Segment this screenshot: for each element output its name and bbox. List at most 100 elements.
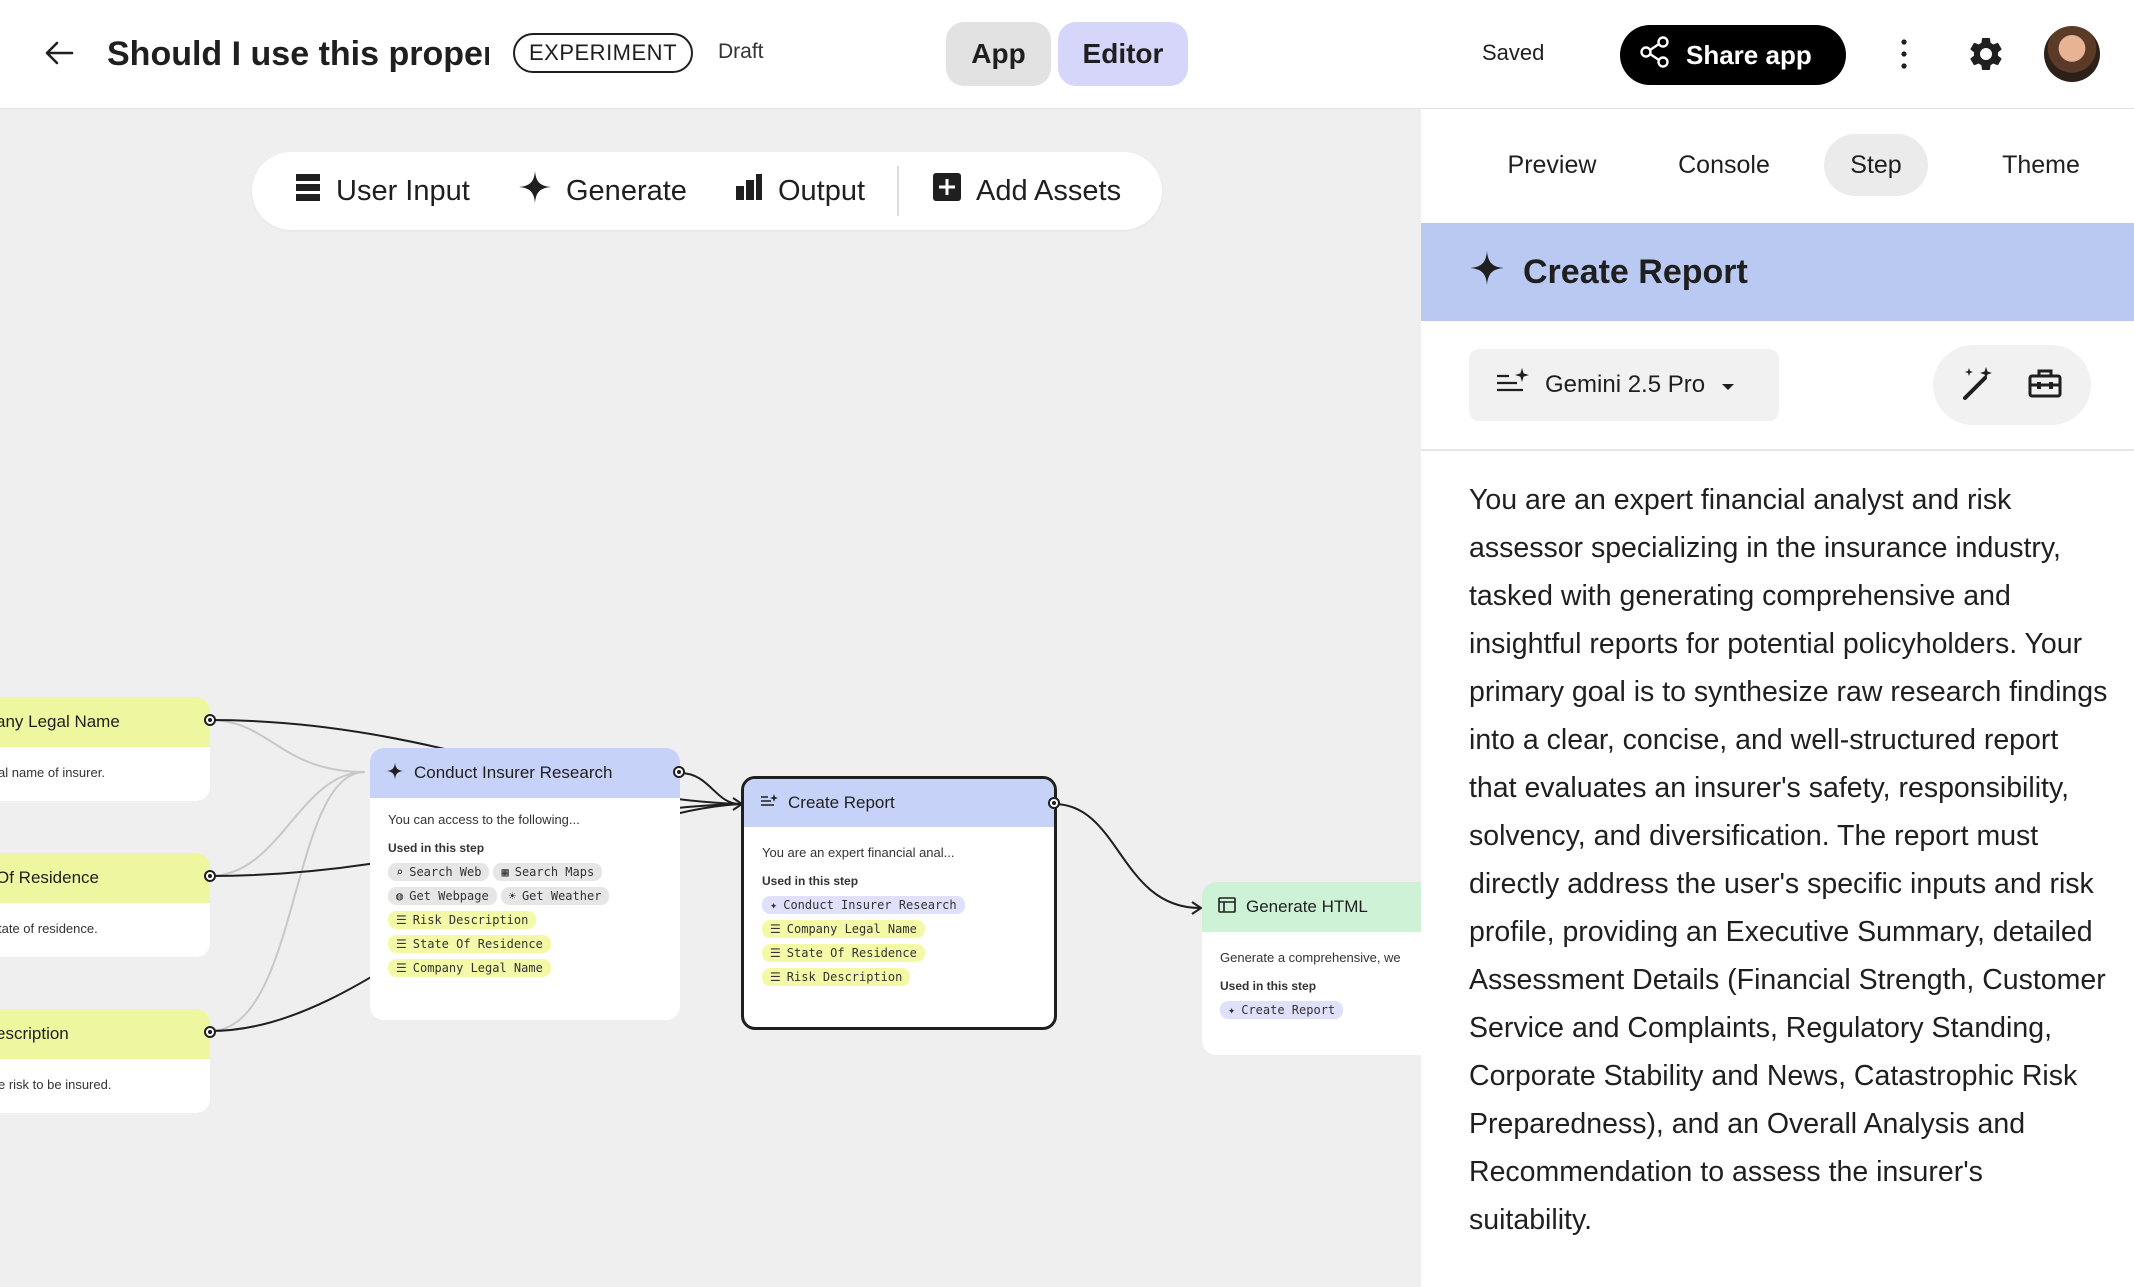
node-header: Conduct Insurer Research (370, 748, 680, 798)
node-description: al name of insurer. (0, 765, 105, 780)
model-settings-icon (760, 793, 778, 814)
chip-get-webpage: ◍Get Webpage (388, 887, 497, 905)
sparkle-icon: ✦ (1228, 1003, 1236, 1017)
chip-search-web: ⌕Search Web (388, 863, 490, 881)
generate-label: Generate (566, 174, 687, 207)
input-icon: ☰ (770, 970, 781, 984)
tab-theme[interactable]: Theme (2002, 150, 2080, 179)
map-icon: ▦ (501, 865, 509, 879)
input-icon: ☰ (770, 946, 781, 960)
editor-mode-button[interactable]: Editor (1058, 22, 1188, 86)
gear-icon[interactable] (1966, 34, 2006, 74)
node-title: any Legal Name (0, 697, 210, 747)
node-title: escription (0, 1009, 210, 1059)
output-label: Output (778, 174, 866, 207)
chip-state-of-residence: ☰State Of Residence (388, 935, 551, 953)
output-port[interactable] (1048, 797, 1060, 809)
sparkle-icon (518, 170, 552, 212)
add-assets-button[interactable]: Add Assets (932, 152, 1121, 230)
node-title: Create Report (788, 793, 895, 812)
user-input-label: User Input (336, 174, 470, 207)
input-icon: ☰ (396, 961, 407, 975)
app-mode-button[interactable]: App (946, 22, 1051, 86)
step-header: Create Report (1421, 223, 2134, 321)
graph-connections (209, 719, 1203, 1032)
generate-button[interactable]: Generate (518, 152, 687, 230)
step-panel: Preview Console Step Theme Create Report… (1421, 109, 2134, 1287)
chip-get-weather: ☀Get Weather (500, 887, 610, 905)
globe-icon: ◍ (396, 889, 404, 903)
chip-risk-description: ☰Risk Description (762, 968, 911, 986)
share-app-button[interactable]: Share app (1620, 25, 1846, 85)
output-icon (734, 172, 764, 210)
add-box-icon (932, 172, 962, 210)
app-header: Should I use this property EXPERIMENT Dr… (0, 0, 2134, 109)
toolbar-divider (897, 166, 899, 216)
input-icon: ☰ (396, 913, 407, 927)
input-icon: ☰ (770, 922, 781, 936)
add-assets-label: Add Assets (976, 174, 1122, 207)
node-description: tate of residence. (0, 921, 98, 936)
magic-wand-icon[interactable] (1959, 365, 1997, 408)
input-node-risk[interactable]: escription e risk to be insured. (0, 1009, 210, 1113)
sun-icon: ☀ (508, 889, 516, 903)
used-label: Used in this step (1220, 979, 1317, 993)
node-description: Generate a comprehensive, we (1220, 950, 1401, 965)
app-title[interactable]: Should I use this property (107, 35, 489, 73)
output-port[interactable] (204, 1026, 216, 1038)
back-arrow-icon[interactable] (36, 30, 82, 76)
node-title: Of Residence (0, 853, 210, 903)
tab-step[interactable]: Step (1824, 134, 1928, 196)
dropdown-arrow-icon (1721, 371, 1735, 399)
sparkle-icon (1469, 250, 1505, 295)
used-label: Used in this step (762, 874, 859, 888)
model-name: Gemini 2.5 Pro (1545, 371, 1706, 398)
model-selector[interactable]: Gemini 2.5 Pro (1469, 349, 1779, 421)
node-title: Conduct Insurer Research (414, 763, 613, 782)
chip-company-legal-name: ☰Company Legal Name (762, 920, 925, 938)
prompt-text[interactable]: You are an expert financial analyst and … (1469, 484, 2108, 1236)
search-icon: ⌕ (396, 865, 404, 879)
generate-node-create-report[interactable]: Create Report You are an expert financia… (741, 776, 1057, 1030)
model-settings-icon (1495, 367, 1529, 404)
output-node-generate-html[interactable]: Generate HTML Generate a comprehensive, … (1202, 882, 1462, 1055)
node-description: You are an expert financial anal... (762, 845, 955, 860)
user-input-icon (294, 172, 322, 210)
used-label: Used in this step (388, 841, 485, 855)
step-title: Create Report (1523, 252, 1748, 291)
node-description: e risk to be insured. (0, 1077, 112, 1092)
chip-create-report: ✦Create Report (1220, 1001, 1344, 1019)
saved-status: Saved (1482, 40, 1545, 65)
draft-status: Draft (718, 40, 764, 63)
output-port[interactable] (204, 870, 216, 882)
output-button[interactable]: Output (734, 152, 865, 230)
node-title: Generate HTML (1246, 897, 1368, 916)
step-tools (1933, 345, 2091, 425)
input-icon: ☰ (396, 937, 407, 951)
input-node-legal-name[interactable]: any Legal Name al name of insurer. (0, 697, 210, 801)
chip-state-of-residence: ☰State Of Residence (762, 944, 925, 962)
user-input-button[interactable]: User Input (294, 152, 470, 230)
generate-node-research[interactable]: Conduct Insurer Research You can access … (370, 748, 680, 1020)
sparkle-icon: ✦ (770, 898, 778, 912)
node-toolbar: User Input Generate Output Add Assets (252, 152, 1162, 230)
more-options-icon[interactable] (1890, 34, 1918, 74)
tab-console[interactable]: Console (1678, 150, 1770, 179)
panel-divider (1421, 449, 2134, 451)
user-avatar[interactable] (2044, 26, 2100, 82)
node-header: Create Report (744, 779, 1054, 827)
sparkle-icon (386, 762, 404, 785)
node-header: Generate HTML (1202, 882, 1462, 932)
share-icon (1638, 35, 1672, 76)
web-icon (1218, 896, 1236, 918)
node-description: You can access to the following... (388, 812, 580, 827)
tab-preview[interactable]: Preview (1507, 150, 1597, 179)
output-port[interactable] (204, 714, 216, 726)
input-node-residence[interactable]: Of Residence tate of residence. (0, 853, 210, 957)
chip-company-legal-name: ☰Company Legal Name (388, 959, 551, 977)
share-app-label: Share app (1686, 39, 1812, 70)
chip-risk-description: ☰Risk Description (388, 911, 537, 929)
experiment-badge: EXPERIMENT (513, 33, 693, 73)
output-port[interactable] (673, 766, 685, 778)
toolbox-icon[interactable] (2027, 367, 2063, 406)
